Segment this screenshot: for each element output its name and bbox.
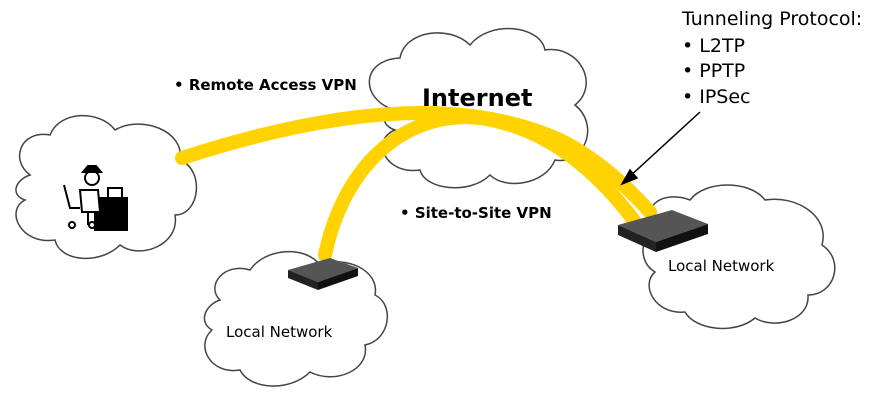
- protocol-l2tp: L2TP: [682, 35, 745, 57]
- protocol-pointer-arrow: [620, 111, 701, 186]
- right-local-network-label: Local Network: [668, 257, 775, 275]
- tunneling-protocol-title: Tunneling Protocol:: [682, 8, 863, 30]
- left-vpn-router-icon: [288, 258, 358, 290]
- remote-access-vpn-label: Remote Access VPN: [174, 76, 357, 94]
- remote-user-icon: [63, 165, 128, 231]
- left-local-network-label: Local Network: [226, 323, 333, 341]
- right-vpn-router-icon: [618, 210, 708, 252]
- remote-user-cloud: [15, 114, 197, 259]
- internet-cloud: [368, 27, 589, 189]
- left-local-network-cloud: [203, 251, 389, 387]
- internet-label: Internet: [422, 84, 533, 112]
- site-to-site-tunnel: [318, 110, 642, 262]
- protocol-ipsec: IPSec: [682, 86, 750, 108]
- site-to-site-vpn-label: Site-to-Site VPN: [400, 204, 552, 222]
- protocol-pptp: PPTP: [682, 60, 745, 82]
